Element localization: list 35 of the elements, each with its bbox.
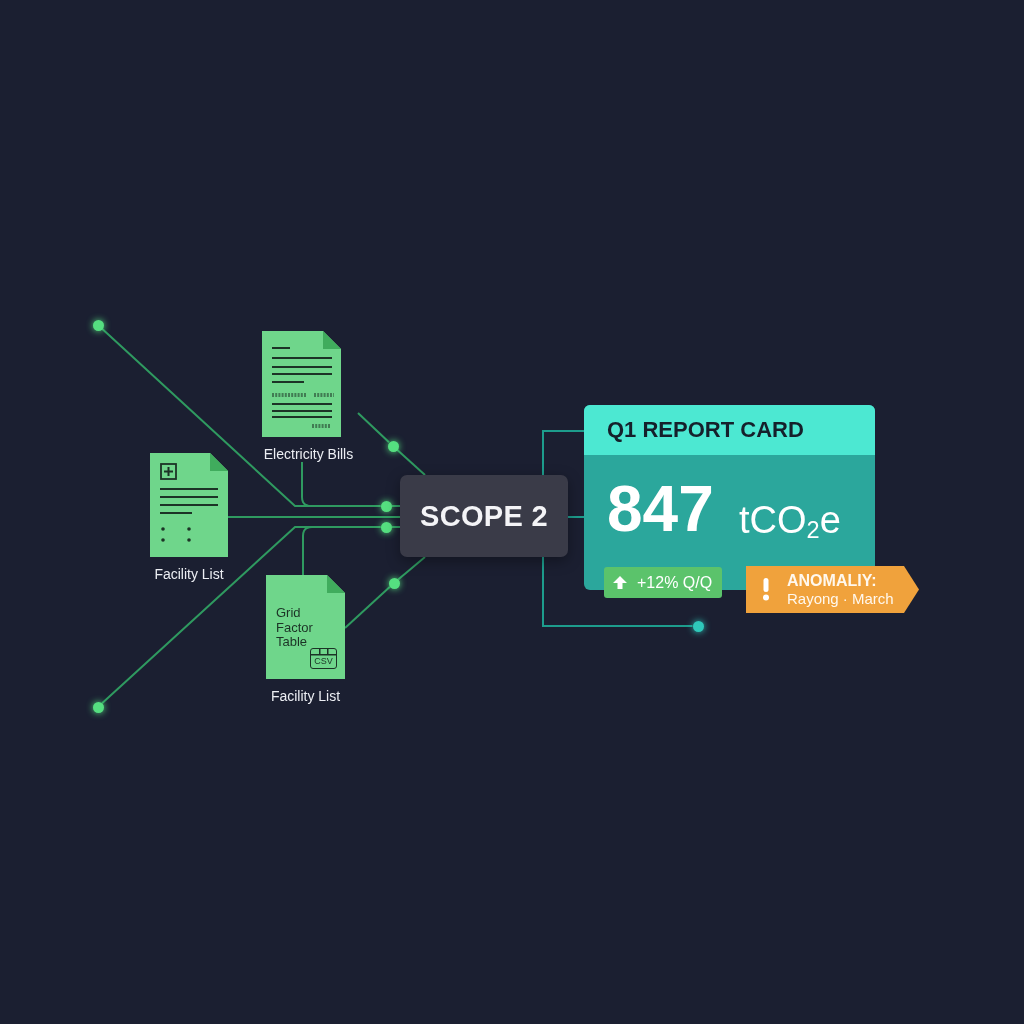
alert-detail: Rayong · March (787, 590, 894, 607)
junction-dot (380, 500, 392, 512)
connector-line (302, 526, 382, 576)
change-badge (604, 567, 722, 598)
file-format-tag: CSV (310, 648, 337, 669)
endpoint-dot (692, 620, 704, 632)
connector-line (567, 516, 585, 518)
metric-unit: tCO$_{2}$e (739, 501, 841, 539)
connector-line (542, 430, 585, 476)
document-title: Grid Factor Table (276, 606, 314, 650)
connector-line (542, 556, 694, 627)
card-title: Q1 REPORT CARD (607, 416, 804, 444)
junction-dot (388, 577, 400, 589)
document-caption: Facility List (269, 688, 342, 704)
connector-line (227, 516, 401, 518)
endpoint-dot (92, 319, 104, 331)
endpoint-dot (92, 701, 104, 713)
anomaly-tag (746, 566, 919, 613)
connector-line (301, 461, 382, 507)
change-value: +12% Q/Q (637, 573, 713, 593)
connector-line (344, 585, 391, 629)
connector-line (357, 412, 390, 444)
connector-line (397, 556, 426, 581)
metric-value: 847 (607, 477, 714, 541)
process-label: SCOPE 2 (420, 500, 548, 532)
connector-line (390, 505, 401, 507)
document-caption: Electricity Bills (262, 446, 355, 462)
connector-line (390, 526, 401, 528)
junction-dot (387, 440, 399, 452)
connector-line (396, 448, 426, 476)
junction-dot (380, 521, 392, 533)
report-card (584, 405, 875, 590)
document-caption: Facility List (153, 566, 225, 582)
process-box (400, 475, 568, 557)
alert-title: ANOMALIY: (787, 572, 877, 590)
